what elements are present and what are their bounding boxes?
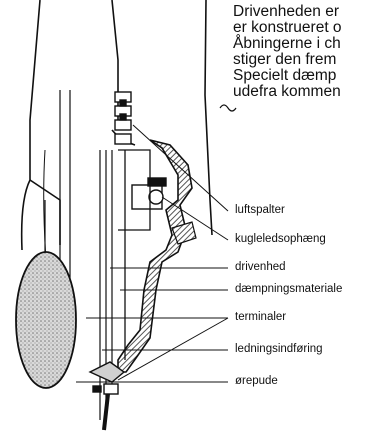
intro-line-1: Drivenheden er bbox=[233, 4, 339, 20]
label-kugleledsophaeng: kugleledsophæng bbox=[235, 233, 326, 245]
label-drivenhed: drivenhed bbox=[235, 261, 286, 273]
label-ledningsindforing: ledningsindføring bbox=[235, 343, 323, 355]
ear-pad-shape bbox=[16, 252, 76, 388]
leader-lines bbox=[76, 125, 228, 382]
intro-line-5: Specielt dæmp bbox=[233, 68, 336, 84]
intro-line-4: stiger den frem bbox=[233, 52, 336, 68]
damping-housing-section bbox=[118, 140, 192, 372]
tilde-mark bbox=[220, 105, 236, 111]
intro-line-2: er konstrueret o bbox=[233, 20, 342, 36]
ball-joint bbox=[132, 178, 166, 209]
intro-line-6: udefra kommen bbox=[233, 84, 341, 100]
intro-line-3: Åbningerne i ch bbox=[233, 36, 341, 52]
label-terminaler: terminaler bbox=[235, 311, 286, 323]
label-orepude: ørepude bbox=[235, 375, 278, 387]
label-luftspalter: luftspalter bbox=[235, 204, 285, 216]
label-daempningsmateriale: dæmpningsmateriale bbox=[235, 283, 342, 295]
cable bbox=[104, 394, 108, 430]
